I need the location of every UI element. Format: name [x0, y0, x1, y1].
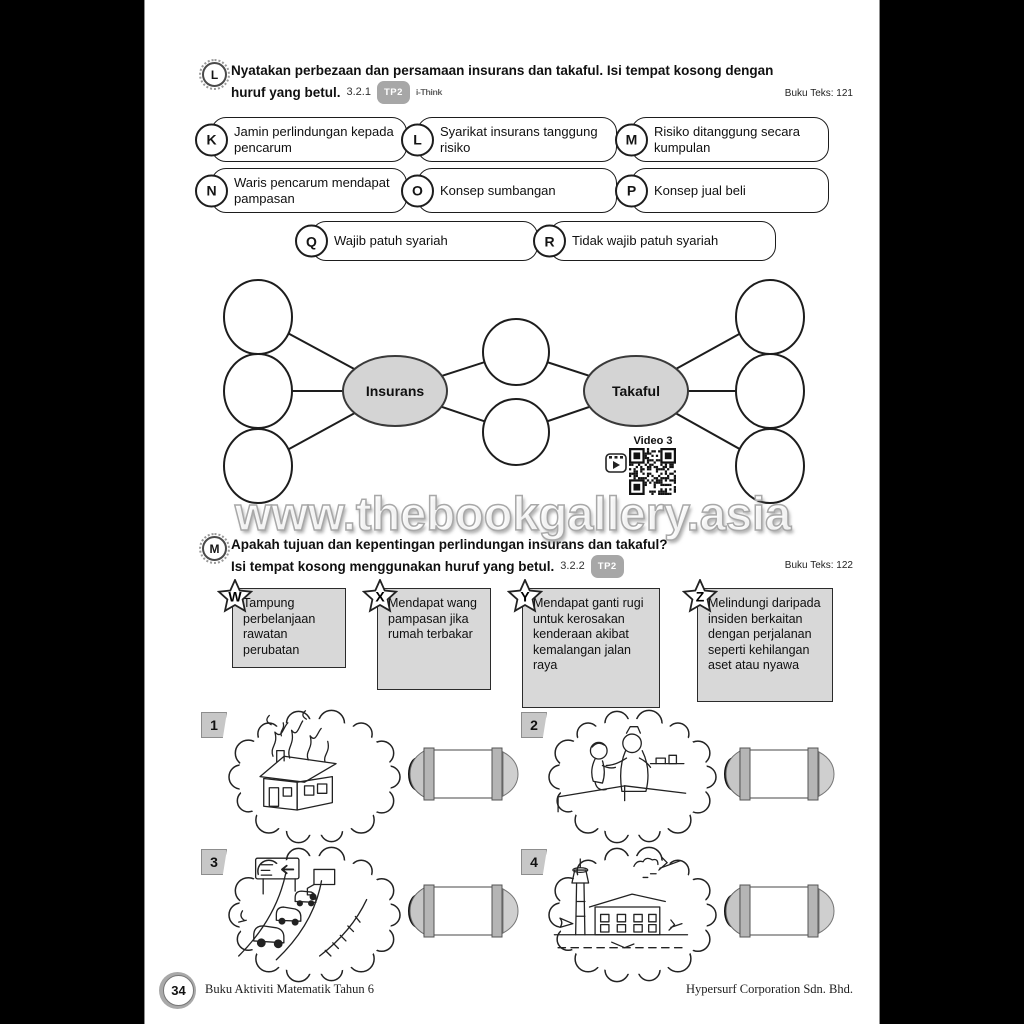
insurans-label: Insurans — [365, 383, 425, 399]
section-m-letter: M — [209, 541, 220, 556]
answer-capsule-1 — [408, 747, 519, 801]
card-x-text: Mendapat wang pampasan jika rumah terbak… — [388, 596, 477, 641]
option-m-text: Risiko ditanggung secara kumpulan — [654, 123, 800, 155]
blank-circle-left-2 — [223, 353, 293, 429]
card-z-letter: Z — [696, 589, 705, 605]
star-badge-w: W — [217, 579, 253, 613]
textbook-ref-121: Buku Teks: 121 — [784, 88, 853, 99]
section-l-icon: L — [199, 59, 230, 90]
answer-capsule-3 — [408, 884, 519, 938]
page-number: 34 — [171, 983, 186, 998]
section-m-instruction: Apakah tujuan dan kepentingan perlindung… — [231, 534, 861, 578]
item-1-number: 1 — [201, 712, 227, 738]
blank-circle-right-2 — [735, 353, 805, 429]
answer-capsule-4 — [724, 884, 835, 938]
option-l: L Syarikat insurans tanggung risiko — [401, 117, 617, 162]
section-l-instruction: Nyatakan perbezaan dan persamaan insuran… — [231, 60, 861, 104]
video-3-label: Video 3 — [633, 435, 673, 447]
option-n-text: Waris pencarum mendapat pampasan — [234, 174, 390, 206]
option-r-letter: R — [533, 224, 566, 258]
video-icon — [605, 453, 627, 473]
option-r-text: Tidak wajib patuh syariah — [572, 233, 719, 248]
card-w-letter: W — [228, 589, 242, 605]
illustration-airport-terminal — [553, 856, 689, 949]
option-p: P Konsep jual beli — [615, 168, 829, 213]
card-y-letter: Y — [520, 589, 530, 605]
blank-circle-right-3 — [735, 428, 805, 504]
option-q-text: Wajib patuh syariah — [334, 233, 448, 248]
option-q-letter: Q — [295, 224, 328, 258]
takaful-label: Takaful — [612, 383, 660, 399]
card-y: Y Mendapat ganti rugi untuk kerosakan ke… — [507, 579, 660, 708]
option-o-text: Konsep sumbangan — [440, 182, 556, 198]
star-badge-y: Y — [507, 579, 543, 613]
section-m-code: 3.2.2 — [560, 560, 585, 572]
illustration-nurse-treating-child — [557, 726, 687, 813]
option-n: N Waris pencarum mendapat pampasan — [195, 168, 407, 213]
item-2-number: 2 — [521, 712, 547, 738]
blank-circle-shared-2 — [482, 398, 550, 466]
i-think-logo: i-Think — [415, 87, 443, 97]
item-2-picture — [547, 708, 719, 846]
star-badge-x: X — [362, 579, 398, 613]
item-3-number: 3 — [201, 849, 227, 875]
illustration-burning-house — [259, 710, 337, 811]
tp2-badge: TP2 — [590, 555, 624, 578]
blank-circle-shared-1 — [482, 318, 550, 386]
option-n-letter: N — [195, 174, 228, 207]
option-k-text: Jamin perlindungan kepada pencarum — [234, 123, 394, 155]
blank-circle-left-3 — [223, 428, 293, 504]
option-r: R Tidak wajib patuh syariah — [533, 221, 776, 261]
tp2-badge: TP2 — [376, 81, 410, 104]
option-m-letter: M — [615, 123, 648, 156]
option-q: Q Wajib patuh syariah — [295, 221, 538, 261]
option-k-letter: K — [195, 123, 228, 156]
cloud-frame — [548, 846, 717, 983]
option-o: O Konsep sumbangan — [401, 168, 617, 213]
footer-book-title: Buku Aktiviti Matematik Tahun 6 — [205, 982, 375, 996]
card-w-text: Tampung perbelanjaan rawatan perubatan — [243, 596, 316, 657]
section-l-line2: huruf yang betul. — [231, 85, 341, 100]
blank-circle-left-1 — [223, 279, 293, 355]
cloud-frame — [228, 846, 401, 983]
section-m-line1: Apakah tujuan dan kepentingan perlindung… — [231, 537, 668, 552]
page-number-badge: 34 — [159, 972, 196, 1009]
section-m-icon: M — [199, 533, 230, 564]
card-z: Z Melindungi daripada insiden berkaitan … — [682, 579, 833, 702]
option-p-letter: P — [615, 174, 648, 207]
takaful-oval — [583, 355, 689, 427]
answer-capsule-2 — [724, 747, 835, 801]
illustration-traffic-jam-accident — [238, 857, 368, 961]
option-l-text: Syarikat insurans tanggung risiko — [440, 123, 598, 155]
option-l-letter: L — [401, 123, 434, 156]
textbook-ref-122: Buku Teks: 122 — [784, 560, 853, 571]
section-l-code: 3.2.1 — [346, 86, 371, 98]
option-k: K Jamin perlindungan kepada pencarum — [195, 117, 407, 162]
section-l-letter: L — [210, 67, 219, 82]
card-x: X Mendapat wang pampasan jika rumah terb… — [362, 579, 491, 690]
bubble-map-diagram — [223, 279, 805, 504]
item-1-picture — [227, 708, 403, 846]
card-w: W Tampung perbelanjaan rawatan perubatan — [217, 579, 346, 668]
cloud-frame — [548, 709, 717, 844]
card-x-letter: X — [375, 589, 385, 605]
star-badge-z: Z — [682, 579, 718, 613]
card-y-text: Mendapat ganti rugi untuk kerosakan kend… — [533, 596, 644, 672]
item-4-number: 4 — [521, 849, 547, 875]
option-m: M Risiko ditanggung secara kumpulan — [615, 117, 829, 162]
option-o-letter: O — [401, 174, 434, 207]
footer-publisher: Hypersurf Corporation Sdn. Bhd. — [686, 982, 853, 996]
card-z-text: Melindungi daripada insiden berkaitan de… — [708, 596, 821, 672]
workbook-page: L Nyatakan perbezaan dan persamaan insur… — [144, 0, 880, 1024]
item-4-picture — [547, 845, 719, 985]
section-m-line2: Isi tempat kosong menggunakan huruf yang… — [231, 559, 555, 574]
section-l-line1: Nyatakan perbezaan dan persamaan insuran… — [231, 63, 774, 78]
item-3-picture — [227, 845, 403, 985]
blank-circle-right-1 — [735, 279, 805, 355]
insurans-oval — [342, 355, 448, 427]
qr-code — [629, 448, 676, 495]
option-p-text: Konsep jual beli — [654, 182, 746, 198]
